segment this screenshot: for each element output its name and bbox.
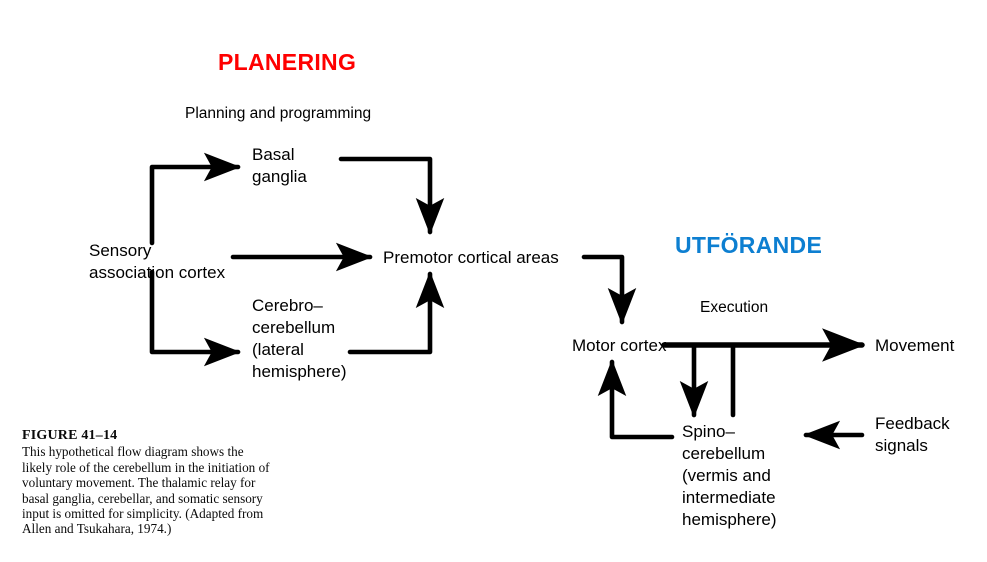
arrow-sensory-to-basal-ganglia bbox=[149, 152, 241, 246]
arrow-basal-ganglia-to-premotor bbox=[338, 156, 445, 235]
planning-section-heading: PLANERING bbox=[218, 49, 357, 75]
figure-caption-title: FIGURE 41–14 bbox=[22, 428, 118, 443]
planning-subheading: Planning and programming bbox=[185, 105, 372, 122]
arrow-spino-cerebellum-to-motor-cortex bbox=[597, 359, 675, 440]
node-movement: Movement bbox=[875, 336, 955, 355]
execution-section-heading: UTFÖRANDE bbox=[675, 232, 823, 258]
arrow-cerebro-cerebellum-to-premotor bbox=[347, 271, 445, 355]
node-motor-cortex: Motor cortex bbox=[572, 336, 667, 355]
node-spino-cerebellum: Spino– cerebellum (vermis and intermedia… bbox=[682, 422, 777, 529]
execution-subheading: Execution bbox=[700, 299, 769, 316]
figure-caption: FIGURE 41–14 This hypothetical flow diag… bbox=[22, 428, 274, 537]
figure-caption-body: This hypothetical flow diagram shows the… bbox=[22, 444, 270, 537]
arrow-premotor-to-motor-cortex bbox=[581, 254, 637, 325]
node-sensory-association-cortex: Sensory association cortex bbox=[89, 241, 226, 282]
node-premotor-cortical-areas: Premotor cortical areas bbox=[383, 248, 559, 267]
node-cerebro-cerebellum: Cerebro– cerebellum (lateral hemisphere) bbox=[252, 296, 347, 381]
node-basal-ganglia: Basal ganglia bbox=[252, 145, 307, 186]
node-feedback-signals: Feedback signals bbox=[875, 414, 950, 455]
arrow-sensory-to-cerebro-cerebellum bbox=[149, 269, 241, 367]
